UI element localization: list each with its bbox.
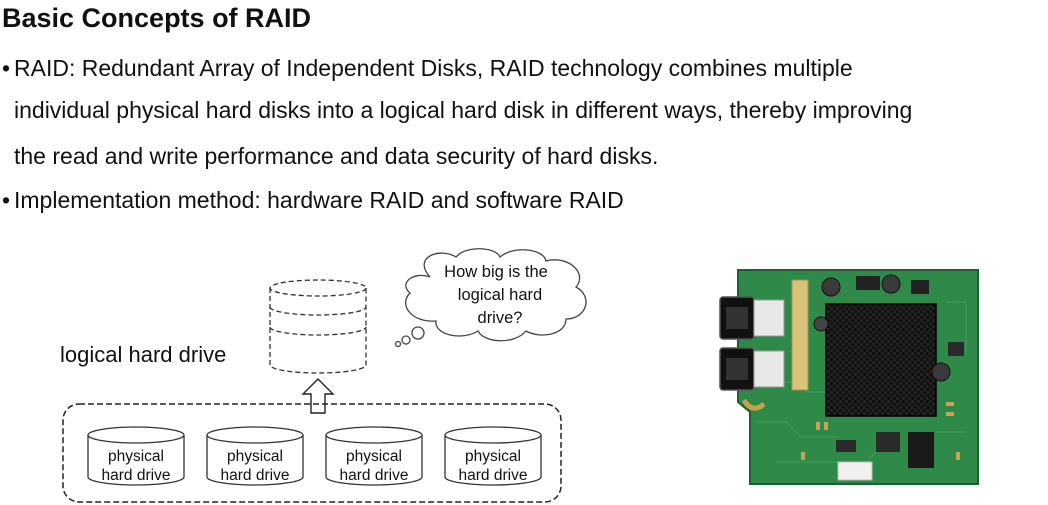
svg-text:hard drive: hard drive — [459, 467, 528, 484]
thought-bubble — [394, 248, 587, 348]
heatsink — [825, 303, 937, 417]
physical-drive-4: physical hard drive — [444, 426, 542, 486]
up-arrow-icon — [301, 378, 335, 414]
physical-drive-2: physical hard drive — [206, 426, 304, 486]
svg-text:How big is the: How big is the — [444, 263, 548, 281]
bullet-marker: • — [2, 55, 11, 81]
svg-text:physical: physical — [108, 448, 164, 465]
bullet-raid-definition: •RAID: Redundant Array of Independent Di… — [2, 52, 853, 84]
svg-text:logical hard: logical hard — [458, 286, 542, 304]
physical-drive-3: physical hard drive — [325, 426, 423, 486]
physical-drives-group — [62, 403, 562, 503]
svg-text:physical: physical — [346, 448, 402, 465]
sas-connector-bottom — [719, 347, 785, 391]
bullet-marker: • — [2, 187, 11, 213]
svg-text:drive?: drive? — [478, 309, 523, 327]
svg-text:hard drive: hard drive — [102, 467, 171, 484]
svg-text:hard drive: hard drive — [340, 467, 409, 484]
logical-drive-label: logical hard drive — [60, 342, 226, 367]
logical-drive-cylinder — [269, 279, 367, 374]
svg-text:physical: physical — [465, 448, 521, 465]
bullet-text-line-2: individual physical hard disks into a lo… — [14, 97, 913, 123]
svg-text:physical: physical — [227, 448, 283, 465]
thought-bubble-text: How big is the logical hard drive? — [444, 263, 548, 327]
bullet-text-line-1: RAID: Redundant Array of Independent Dis… — [14, 55, 853, 81]
physical-drive-1: physical hard drive — [87, 426, 185, 486]
bullet-text-implementation: Implementation method: hardware RAID and… — [14, 187, 624, 213]
raid-controller-card-image — [719, 269, 979, 485]
raid-diagram: logical hard drive How big is the logica… — [60, 248, 587, 503]
sas-connector-top — [719, 296, 785, 340]
page-title: Basic Concepts of RAID — [2, 3, 312, 33]
bullet-text-line-3: the read and write performance and data … — [14, 143, 659, 169]
bullet-implementation: •Implementation method: hardware RAID an… — [2, 184, 624, 216]
svg-text:hard drive: hard drive — [221, 467, 290, 484]
